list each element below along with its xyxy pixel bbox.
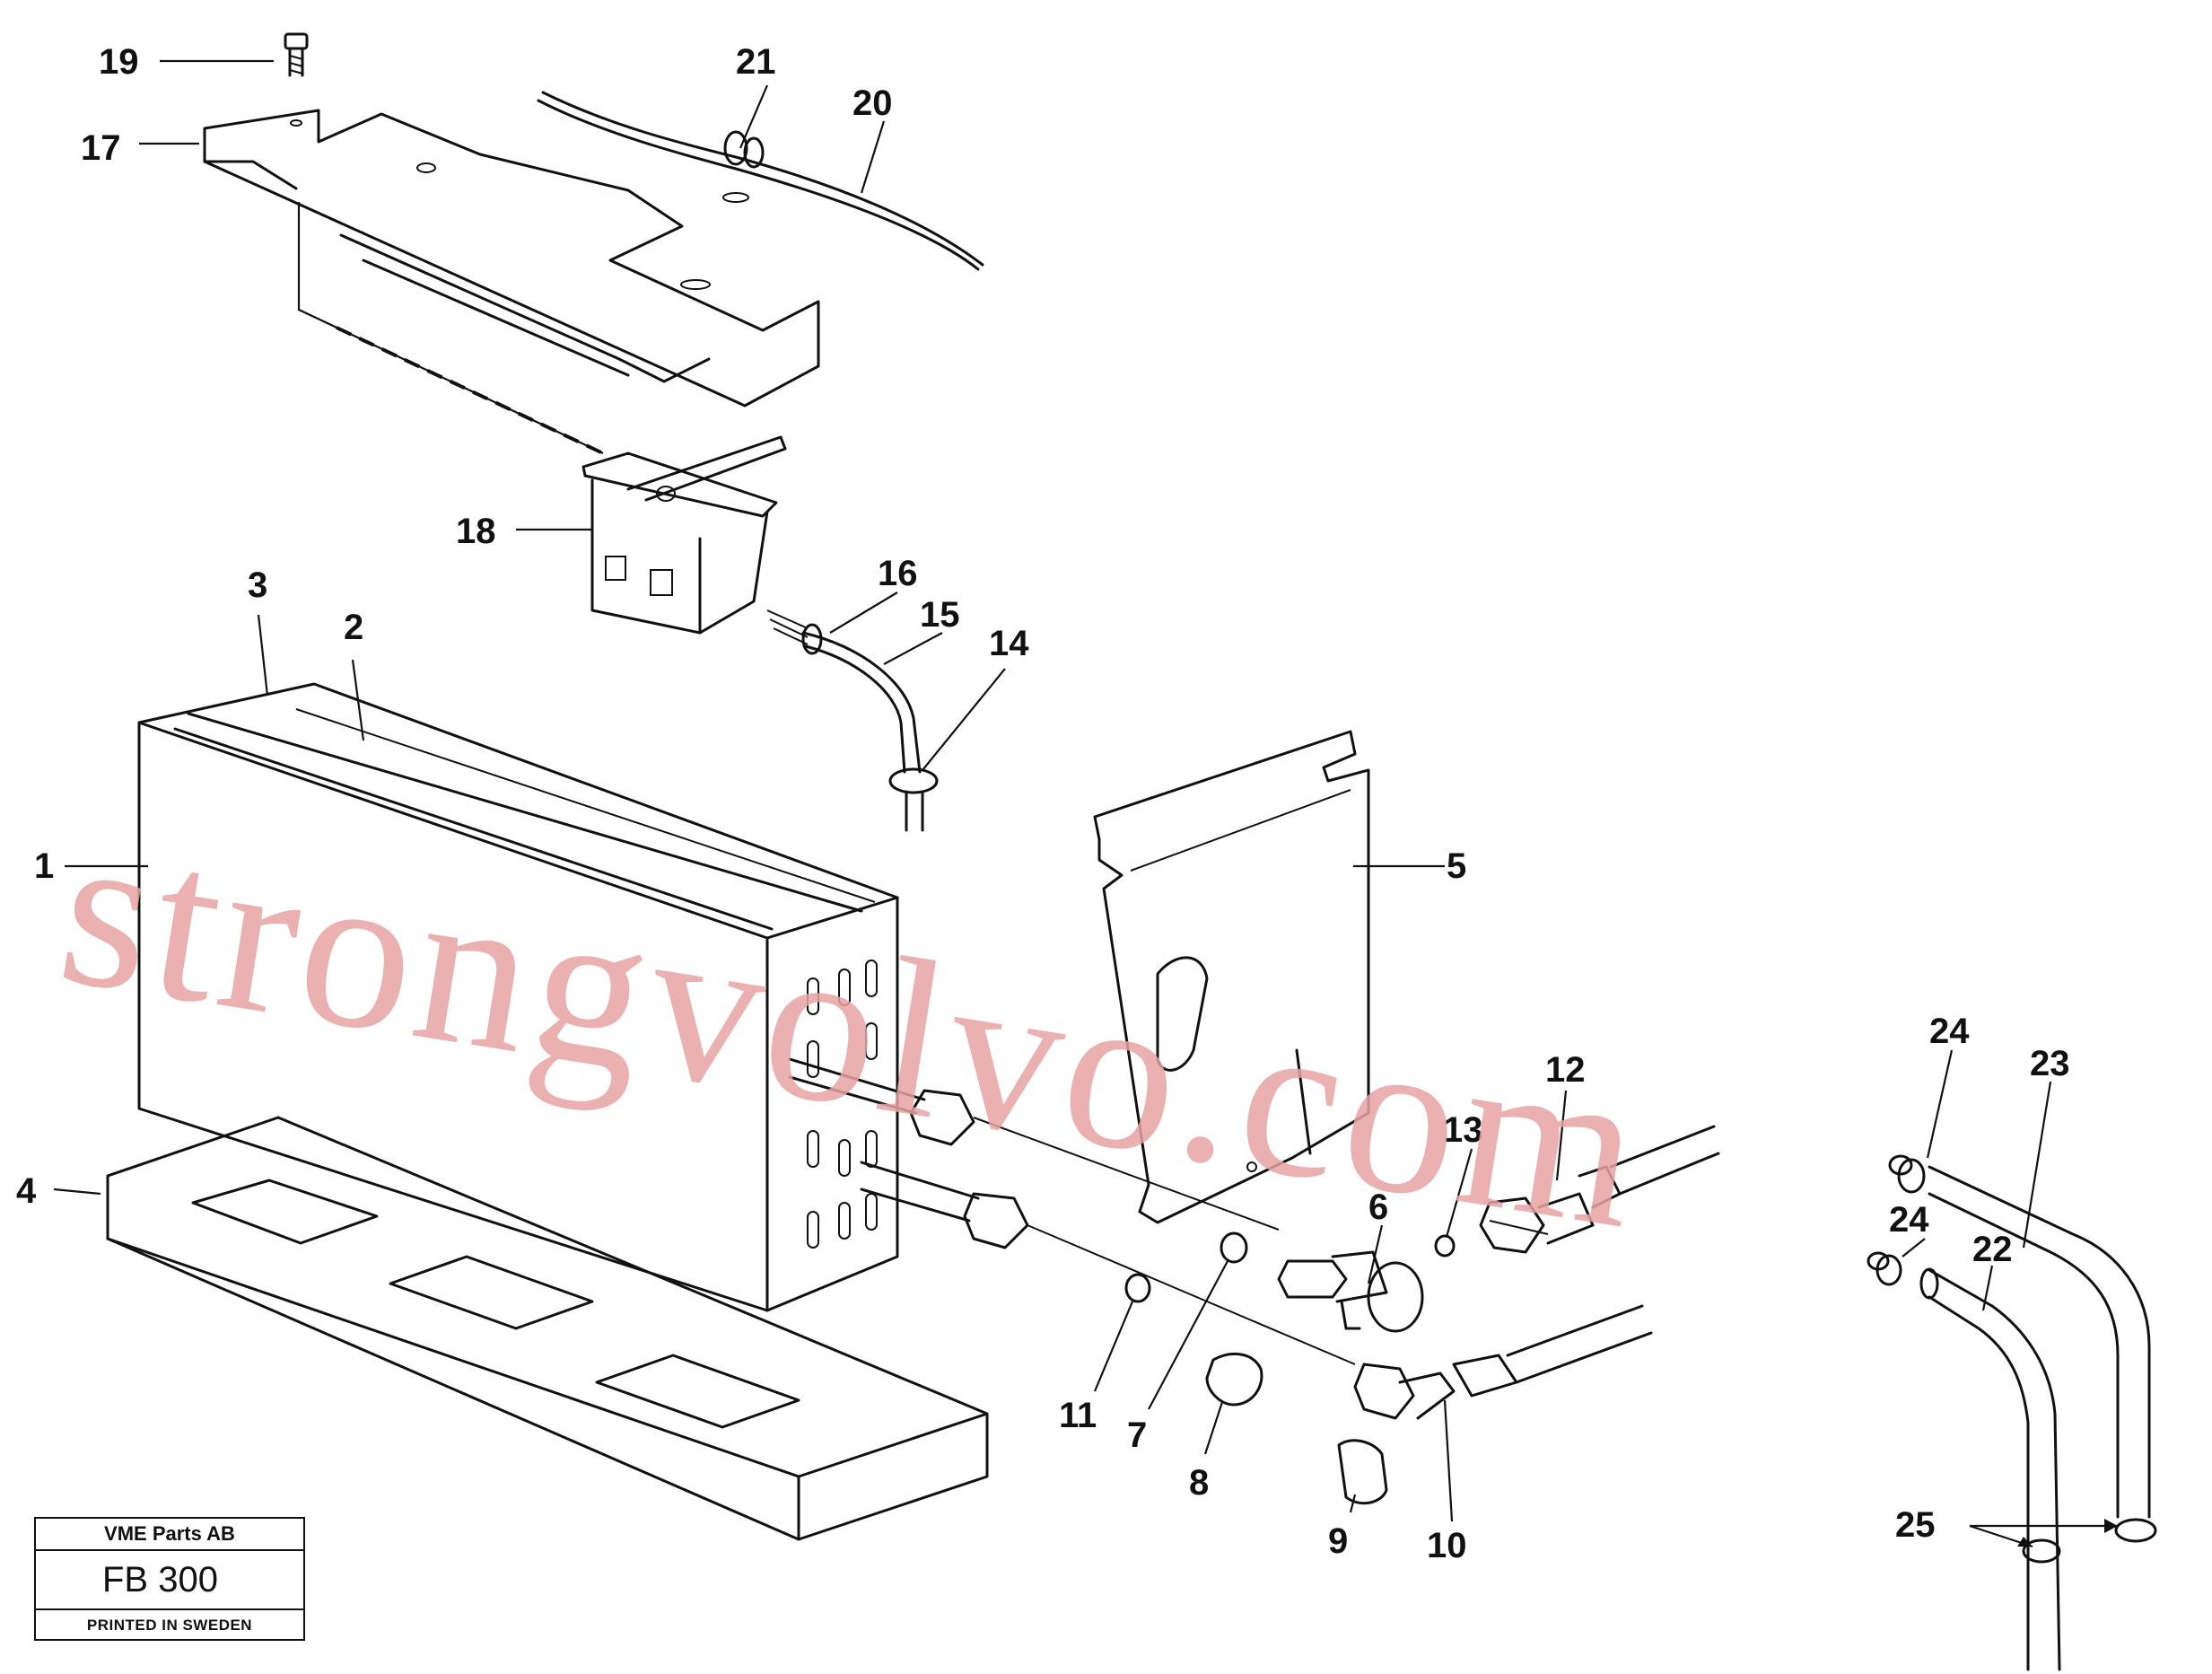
label-21: 21: [736, 42, 776, 82]
label-14: 14: [989, 624, 1029, 663]
base-plate-4: [106, 1116, 989, 1541]
wire-sleeve-16: [801, 623, 823, 655]
attachment-line: [297, 202, 604, 454]
label-25: 25: [1895, 1505, 1936, 1545]
label-8: 8: [1189, 1463, 1209, 1503]
hose-12: [1479, 1125, 1720, 1254]
heater-box-1: [137, 682, 899, 1312]
cable-clamp-21: [723, 130, 765, 169]
cable-20: [537, 91, 984, 271]
title-block: VME Parts AB FB 300 PRINTED IN SWEDEN: [34, 1517, 305, 1641]
hose-clamp-24a: [1888, 1154, 1926, 1194]
label-4: 4: [16, 1171, 37, 1211]
cover-plate-5: [1093, 730, 1370, 1224]
watermark-text: strongvolvo.com: [46, 782, 1660, 1277]
label-7: 7: [1127, 1415, 1147, 1455]
label-17: 17: [81, 128, 121, 168]
label-24-upper: 24: [1929, 1012, 1970, 1051]
seal-ring-7: [1220, 1231, 1248, 1264]
label-24-lower: 24: [1889, 1200, 1929, 1240]
label-16: 16: [878, 554, 918, 593]
part-labels: 19 17 21 20 18 16 15 14 3 2 1 5 4 6 13 1…: [16, 42, 2070, 1565]
label-2: 2: [344, 608, 363, 647]
hose-10: [1353, 1304, 1653, 1420]
label-3: 3: [248, 565, 267, 605]
title-block-printed: PRINTED IN SWEDEN: [86, 1617, 253, 1634]
label-1: 1: [34, 846, 54, 886]
grommet-14: [888, 767, 939, 832]
label-12: 12: [1545, 1050, 1586, 1090]
pipe-22: [1919, 1267, 2061, 1671]
seal-ring-13: [1434, 1234, 1456, 1258]
seal-ring-11: [1124, 1273, 1151, 1303]
label-18: 18: [456, 512, 496, 551]
title-block-company: VME Parts AB: [36, 1519, 303, 1551]
label-22: 22: [1972, 1230, 2013, 1269]
valve-6: [1277, 1250, 1424, 1333]
pipe-23: [1928, 1165, 2151, 1519]
assembly-lines: [973, 1117, 1549, 1365]
clip-8: [1205, 1352, 1263, 1407]
label-5: 5: [1447, 846, 1466, 886]
label-19: 19: [99, 42, 139, 82]
label-10: 10: [1427, 1526, 1467, 1565]
label-9: 9: [1328, 1521, 1348, 1561]
title-block-code: FB 300: [36, 1551, 303, 1610]
label-6: 6: [1368, 1188, 1388, 1227]
heater-pipes: [788, 1057, 1029, 1249]
sleeve-9: [1337, 1439, 1388, 1505]
bracket-plate-17: [203, 109, 820, 408]
label-20: 20: [852, 83, 893, 123]
end-plate-slots: [807, 960, 878, 1249]
leader-lines: [53, 59, 2118, 1548]
label-13: 13: [1443, 1110, 1483, 1150]
wire-15: [766, 609, 922, 774]
hose-clamp-24b: [1867, 1251, 1902, 1286]
label-11: 11: [1059, 1396, 1097, 1435]
screw-19: [284, 32, 309, 77]
switch-18: [581, 435, 787, 635]
label-15: 15: [920, 595, 960, 635]
label-23: 23: [2030, 1044, 2070, 1083]
grommet-25: [2022, 1518, 2157, 1564]
